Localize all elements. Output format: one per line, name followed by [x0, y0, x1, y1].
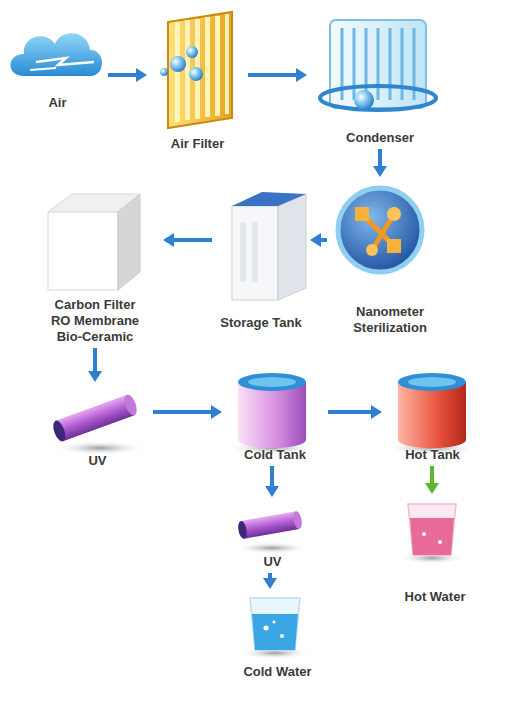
component-node: UV — [45, 385, 150, 469]
arrow-head — [265, 486, 279, 497]
component-node: Air Filter — [150, 8, 245, 152]
flow-arrow — [163, 233, 212, 247]
component-node: Storage Tank — [215, 185, 307, 331]
cold-water-glass-icon — [239, 598, 311, 659]
component-node: Air — [10, 25, 105, 111]
flow-arrow — [248, 68, 307, 82]
component-node: Hot Tank — [385, 365, 480, 463]
flow-arrow — [425, 466, 439, 494]
arrow-head — [310, 233, 321, 247]
cold-tank-icon — [226, 373, 318, 455]
arrow-shaft — [320, 238, 327, 242]
component-label: Nanometer Sterilization — [335, 304, 445, 336]
arrow-shaft — [268, 573, 272, 579]
flow-arrow — [153, 405, 222, 419]
component-node: Condenser — [310, 10, 450, 146]
cloud-icon — [11, 33, 103, 76]
flow-arrow — [328, 405, 382, 419]
arrow-shaft — [93, 348, 97, 372]
flow-arrow — [373, 149, 387, 177]
arrow-head — [296, 68, 307, 82]
arrow-head — [263, 578, 277, 589]
component-label: Cold Water — [225, 664, 330, 680]
uv-tube-icon — [51, 393, 146, 455]
arrow-shaft — [328, 410, 372, 414]
arrow-head — [163, 233, 174, 247]
flow-arrow — [263, 573, 277, 589]
component-label: Hot Tank — [385, 447, 480, 463]
arrow-head — [373, 166, 387, 177]
component-label: UV — [235, 554, 310, 570]
component-label: Condenser — [315, 130, 445, 146]
component-label: Air — [13, 95, 103, 111]
arrow-head — [88, 371, 102, 382]
arrow-shaft — [248, 73, 297, 77]
component-label: Storage Tank — [206, 315, 316, 331]
component-node: Cold Water — [225, 592, 330, 680]
component-node: Hot Water — [380, 497, 490, 605]
flow-arrow — [108, 68, 147, 82]
flow-arrow — [88, 348, 102, 382]
flow-arrow — [310, 233, 327, 247]
component-node: Cold Tank — [225, 365, 325, 463]
flow-arrow — [265, 466, 279, 497]
component-label: Hot Water — [380, 589, 490, 605]
component-label: Cold Tank — [225, 447, 325, 463]
component-node: Carbon Filter RO Membrane Bio-Ceramic — [30, 185, 160, 345]
arrow-shaft — [378, 149, 382, 167]
hot-tank-icon — [386, 373, 478, 455]
arrow-shaft — [108, 73, 137, 77]
component-node: UV — [235, 500, 310, 570]
filter-cube-icon — [48, 194, 140, 290]
arrow-shaft — [173, 238, 212, 242]
component-label: UV — [48, 453, 148, 469]
arrow-head — [425, 483, 439, 494]
component-node: Nanometer Sterilization — [330, 180, 450, 336]
hot-water-glass-icon — [398, 504, 466, 564]
storage-tank-icon — [232, 192, 306, 300]
arrow-shaft — [153, 410, 212, 414]
component-label: Air Filter — [153, 136, 243, 152]
arrow-shaft — [270, 466, 274, 487]
sterilization-icon — [338, 188, 422, 272]
condenser-icon — [320, 20, 436, 110]
component-label: Carbon Filter RO Membrane Bio-Ceramic — [47, 297, 143, 345]
arrow-shaft — [430, 466, 434, 484]
arrow-head — [371, 405, 382, 419]
arrow-head — [211, 405, 222, 419]
air-filter-icon — [160, 12, 232, 128]
uv-tube-icon — [234, 511, 310, 554]
arrow-head — [136, 68, 147, 82]
